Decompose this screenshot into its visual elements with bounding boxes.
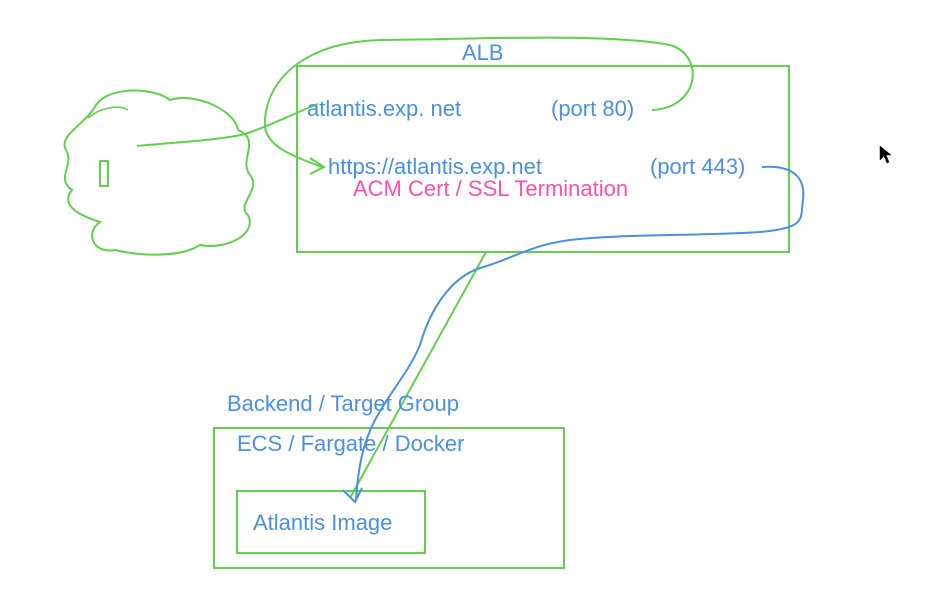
https-to-image-line <box>355 165 805 501</box>
alb-title: ALB <box>462 40 504 65</box>
client-device-icon <box>99 160 109 187</box>
atlantis-image-label: Atlantis Image <box>253 510 393 535</box>
alb-to-image-line <box>349 251 487 499</box>
https-host-label: https://atlantis.exp.net <box>328 154 543 179</box>
http-host-label: atlantis.exp. net <box>307 96 462 121</box>
redirect-arrow-head <box>309 157 327 175</box>
atlantis-image-box <box>236 490 426 554</box>
ecs-title: ECS / Fargate / Docker <box>237 431 465 456</box>
redirect-loop-line <box>263 36 694 168</box>
mouse-pointer-icon <box>879 145 892 164</box>
backend-title: Backend / Target Group <box>227 391 459 416</box>
acm-note-label: ACM Cert / SSL Termination <box>353 176 629 201</box>
alb-box <box>296 65 790 253</box>
cloud-sketch-icon <box>63 89 255 256</box>
http-port-label: (port 80) <box>551 96 635 121</box>
client-to-http-line <box>136 103 319 147</box>
https-arrow-head <box>342 487 363 504</box>
https-port-label: (port 443) <box>650 154 746 179</box>
